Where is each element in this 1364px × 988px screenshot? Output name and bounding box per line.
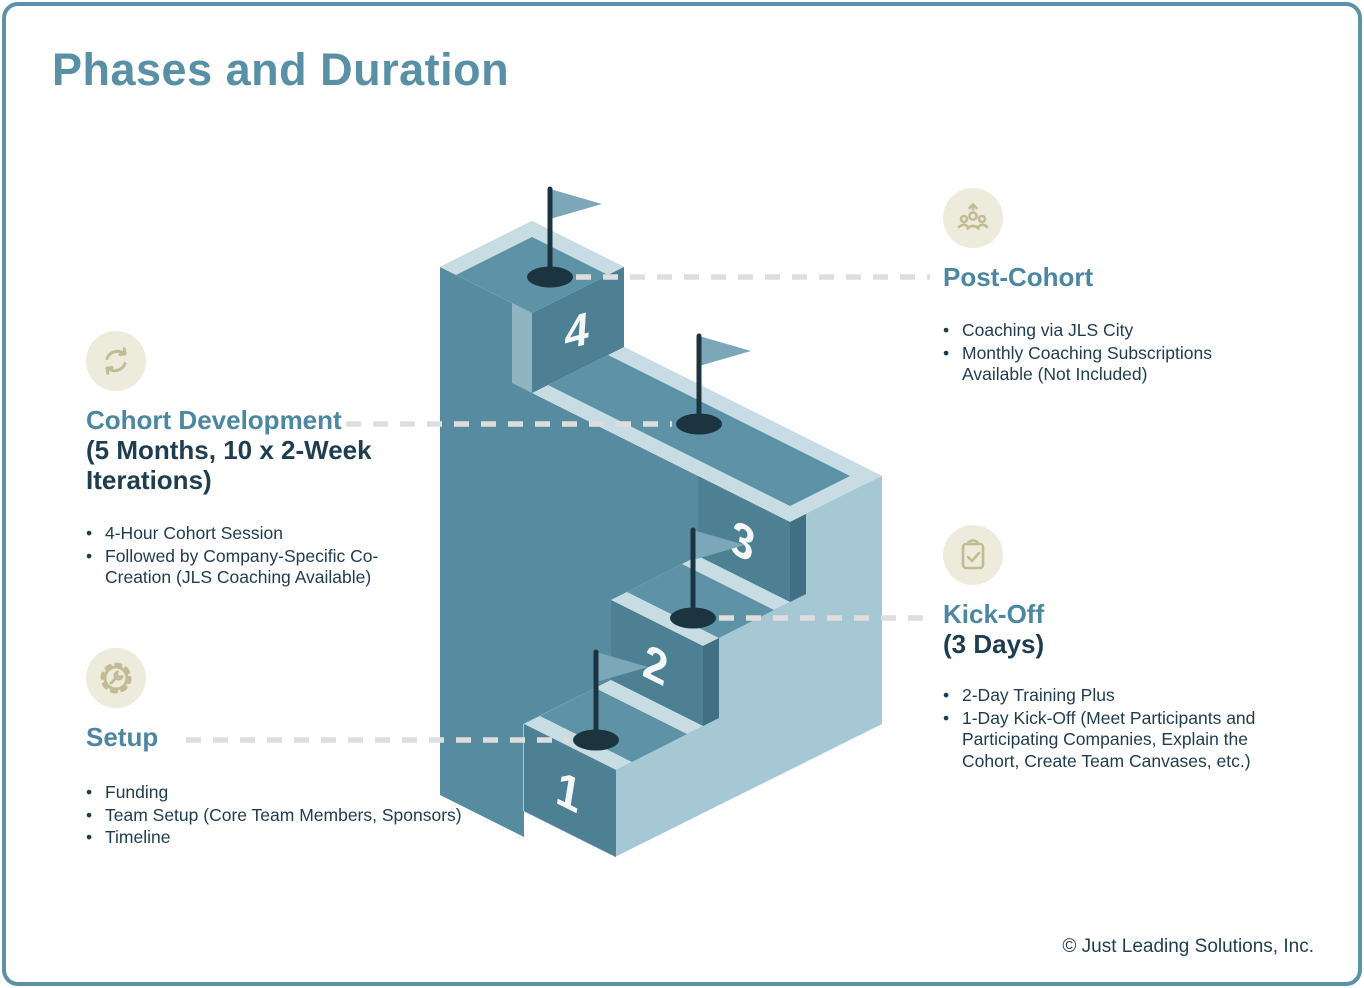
list-item: •4-Hour Cohort Session <box>86 523 283 543</box>
list-item: •2-Day Training Plus <box>943 685 1115 705</box>
list-item: •Followed by Company-Specific Co-Creatio… <box>86 545 379 588</box>
section-setup: Setup •Funding •Team Setup (Core Team Me… <box>86 648 516 850</box>
list-item: •Coaching via JLS City <box>943 320 1134 340</box>
section-cohort-development: Cohort Development (5 Months, 10 x 2-Wee… <box>86 331 431 590</box>
bullet-dot: • <box>943 685 950 705</box>
list-item: •Team Setup (Core Team Members, Sponsors… <box>86 804 462 825</box>
bullet-dot: • <box>86 804 93 825</box>
section-subtitle: (3 Days) <box>943 629 1045 659</box>
stair-step4-stripe-nw <box>440 221 548 275</box>
stair-riser2-plate <box>611 600 703 726</box>
stair-tread2-top <box>611 556 790 646</box>
stair-riser4-left-face <box>512 303 532 393</box>
bullet-dot: • <box>86 782 93 802</box>
flag-icon-step1 <box>573 649 648 751</box>
stair-tread1-top <box>524 680 703 770</box>
bullet-dot: • <box>943 342 950 363</box>
stair-riser4-plate <box>532 267 624 393</box>
stair-landing-stripe-ne <box>608 347 882 484</box>
step-number-4: 4 <box>563 301 591 361</box>
stair-riser3-edge <box>790 514 806 602</box>
section-heading: Cohort Development <box>86 405 342 435</box>
cycle-icon <box>86 331 146 391</box>
page-title: Phases and Duration <box>52 44 510 95</box>
stair-landing-stripe-sw <box>532 385 806 522</box>
bullet-list: •4-Hour Cohort Session •Followed by Comp… <box>86 523 416 589</box>
bullet-dot: • <box>943 707 950 728</box>
stair-step4-stripe-ne <box>516 221 624 275</box>
bullet-dot: • <box>86 545 93 566</box>
section-heading: Setup <box>86 722 159 752</box>
section-kick-off: Kick-Off (3 Days) •2-Day Training Plus •… <box>943 525 1295 773</box>
flag-icon-step4 <box>527 186 602 288</box>
stair-tread1-stripe-ne <box>595 680 703 734</box>
stair-riser1-plate <box>524 724 616 857</box>
stair-riser3-plate <box>698 476 790 602</box>
stair-landing-stripe-se <box>774 468 882 522</box>
section-heading: Kick-Off <box>943 599 1045 629</box>
section-post-cohort: Post-Cohort •Coaching via JLS City •Mont… <box>943 188 1273 387</box>
stair-tread2-stripe-sw <box>611 592 719 646</box>
bullet-dot: • <box>943 320 950 340</box>
stair-riser2-edge <box>703 638 719 726</box>
stair-landing-top <box>532 347 882 522</box>
bullet-list: •2-Day Training Plus •1-Day Kick-Off (Me… <box>943 685 1295 772</box>
section-subtitle: (5 Months, 10 x 2-Week Iterations) <box>86 435 372 495</box>
flag-icon-step3 <box>676 333 751 435</box>
section-heading: Post-Cohort <box>943 262 1094 292</box>
team-growth-icon <box>943 188 1003 248</box>
gear-wrench-icon <box>86 648 146 708</box>
bullet-dot: • <box>86 523 93 543</box>
bullet-dot: • <box>86 827 93 847</box>
bullet-list: •Funding •Team Setup (Core Team Members,… <box>86 782 516 849</box>
bullet-list: •Coaching via JLS City •Monthly Coaching… <box>943 320 1273 386</box>
stair-left-wall <box>440 267 698 837</box>
list-item: •Timeline <box>86 827 171 847</box>
stair-tread2-stripe-ne <box>682 556 790 610</box>
list-item: •Funding <box>86 782 169 802</box>
list-item: •Monthly Coaching Subscriptions Availabl… <box>943 342 1212 385</box>
copyright-note: © Just Leading Solutions, Inc. <box>1062 936 1314 957</box>
flag-icon-step2 <box>670 527 745 629</box>
clipboard-check-icon <box>943 525 1003 585</box>
list-item: •1-Day Kick-Off (Meet Participants and P… <box>943 707 1256 771</box>
